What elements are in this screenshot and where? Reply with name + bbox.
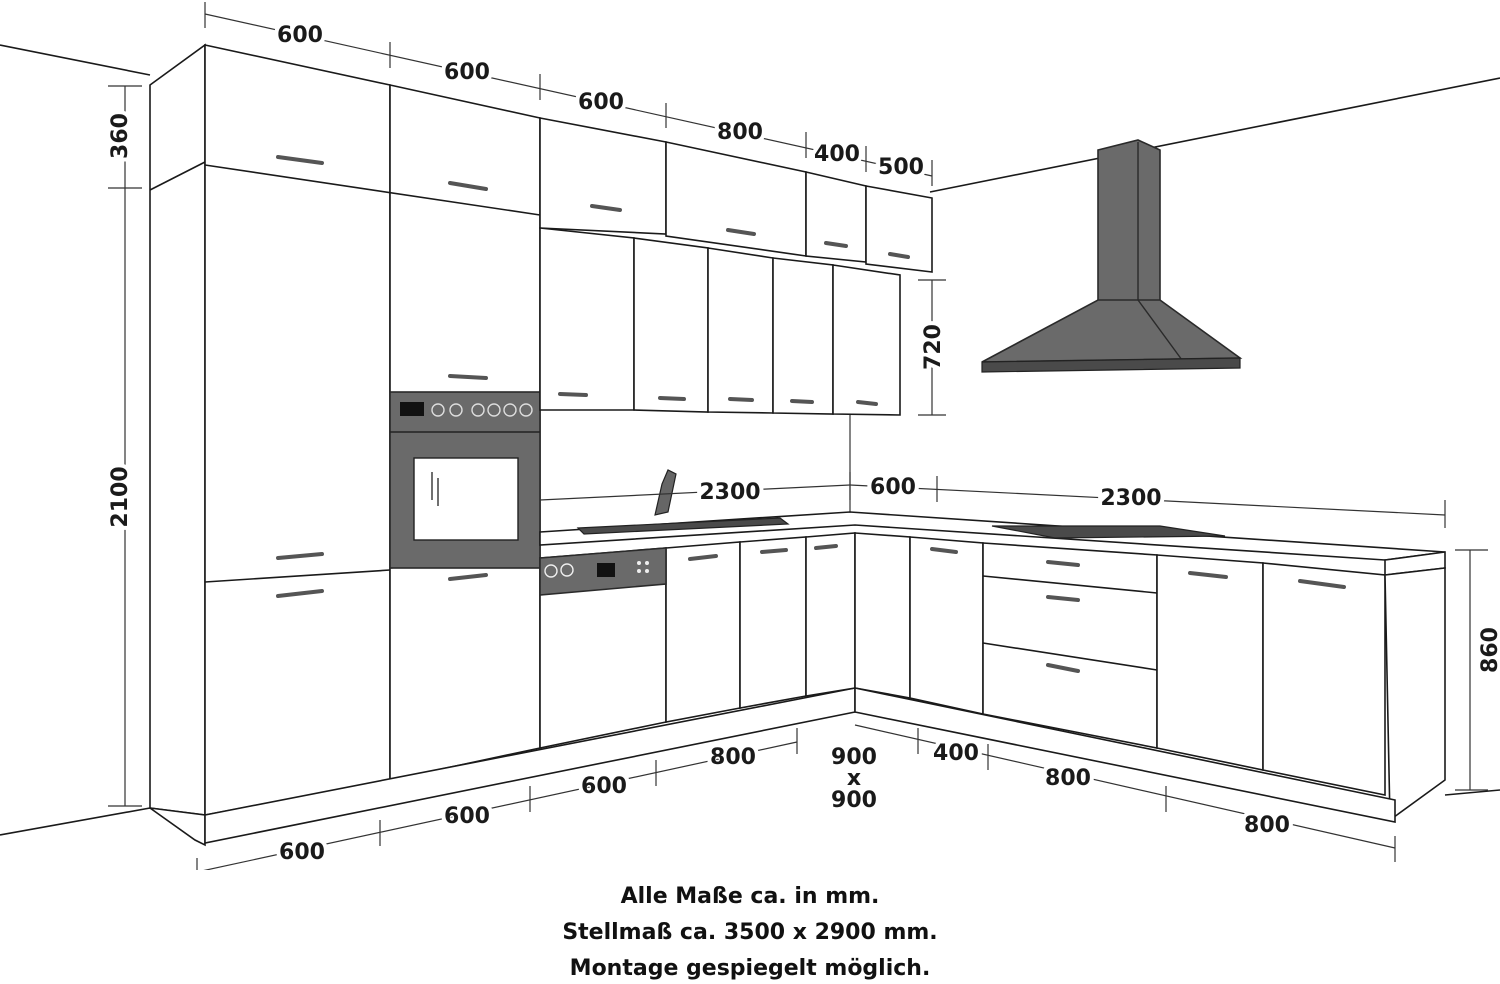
dim-top-4: 800	[717, 120, 763, 145]
dim-base-height: 860	[1478, 627, 1500, 673]
dim-top-3: 600	[578, 90, 624, 115]
dim-corner-b: 900	[831, 788, 877, 813]
dim-bottom-2: 600	[444, 804, 490, 829]
dim-tall-height: 2100	[108, 466, 133, 527]
dim-wall-cabinet-height: 720	[921, 324, 946, 370]
dimension-lines	[108, 2, 1488, 870]
caption-units: Alle Maße ca. in mm.	[620, 884, 880, 909]
sink-icon	[576, 517, 790, 535]
dim-cornice-height: 360	[108, 113, 133, 159]
oven-icon	[389, 391, 541, 569]
wall-cabinets-top	[539, 117, 933, 273]
dim-bottom-3: 600	[581, 774, 627, 799]
dim-bottom-right-1: 400	[933, 741, 979, 766]
base-cabinets-left	[539, 532, 856, 749]
dim-bottom-4: 800	[710, 745, 756, 770]
dishwasher-icon	[539, 547, 667, 596]
dim-bottom-right-3: 800	[1244, 813, 1290, 838]
dim-top-2: 600	[444, 60, 490, 85]
dim-corner-x: x	[847, 766, 861, 791]
caption-footprint: Stellmaß ca. 3500 x 2900 mm.	[562, 920, 938, 945]
kitchen-diagram: 600 600 600 800 400 500 360 2100 720 860…	[0, 2, 1500, 870]
dim-top-5: 400	[814, 142, 860, 167]
range-hood-icon	[981, 139, 1243, 373]
room-walls	[0, 44, 1500, 836]
dim-counter-corner: 600	[870, 475, 916, 500]
dim-bottom-right-2: 800	[1045, 766, 1091, 791]
base-cabinets-right	[854, 532, 1446, 823]
dim-counter-right: 2300	[1100, 486, 1161, 511]
dim-corner-a: 900	[831, 745, 877, 770]
wall-cabinets-lower	[539, 227, 901, 416]
dim-top-6: 500	[878, 155, 924, 180]
faucet-icon	[654, 469, 677, 516]
dim-bottom-1: 600	[279, 840, 325, 865]
caption-mirrored: Montage gespiegelt möglich.	[569, 956, 931, 981]
dim-top-1: 600	[277, 23, 323, 48]
cooktop-icon	[991, 525, 1226, 539]
dim-counter-left: 2300	[699, 480, 760, 505]
